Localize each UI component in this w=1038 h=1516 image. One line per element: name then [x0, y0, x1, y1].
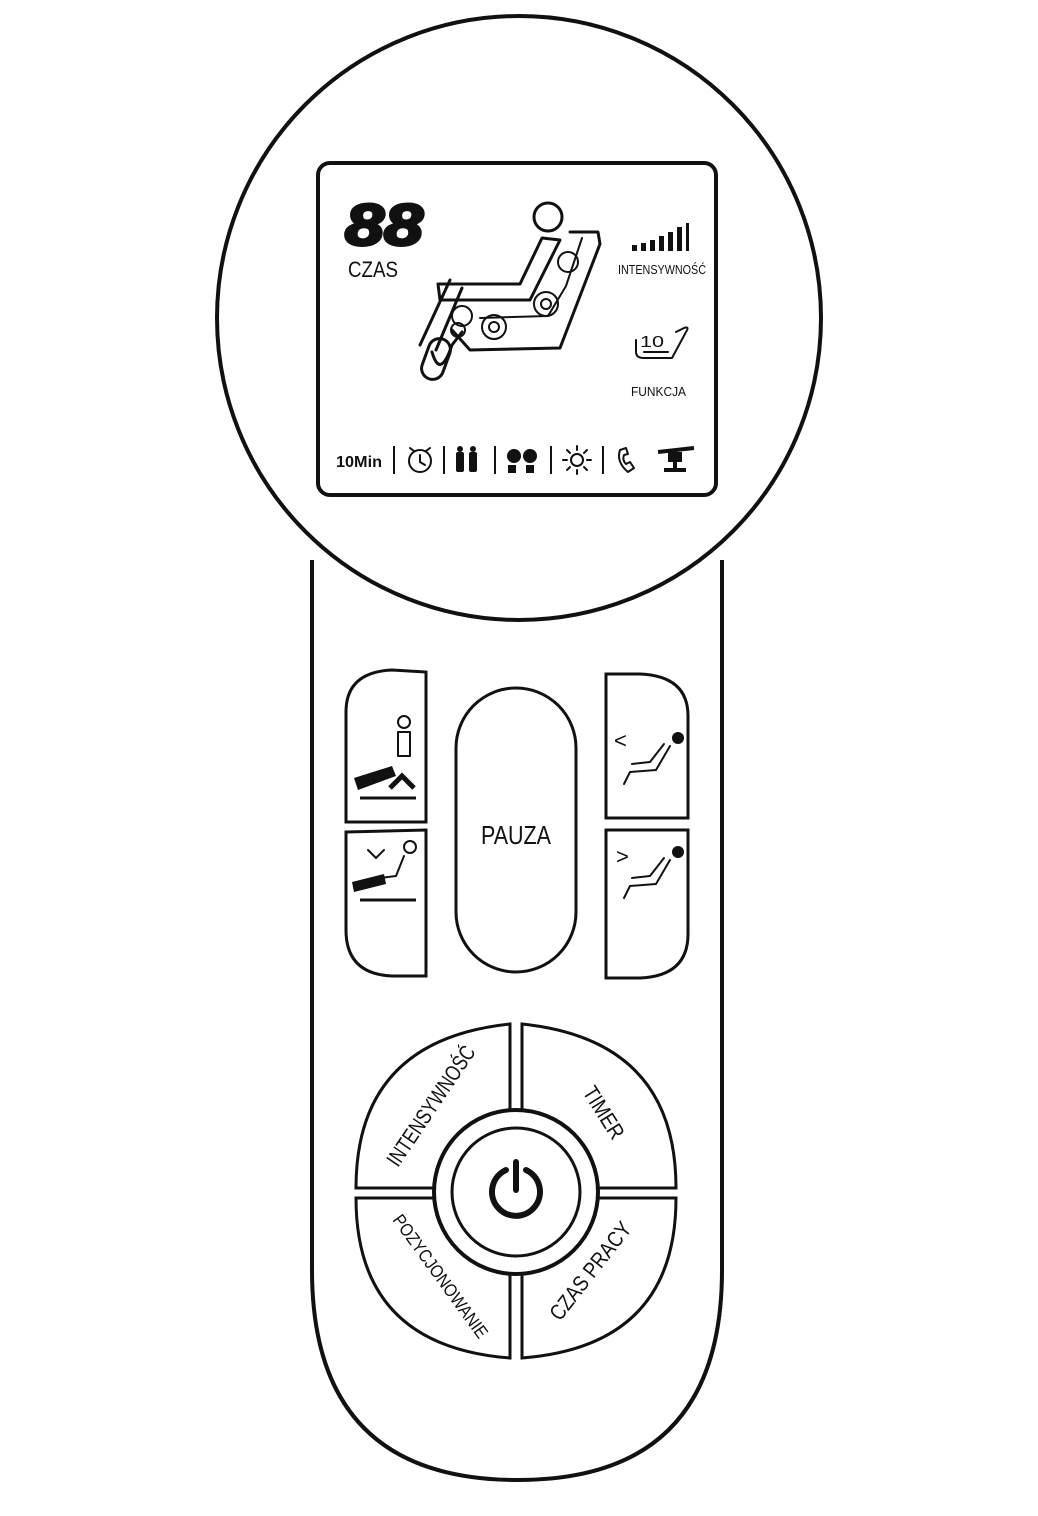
lcd-screen: 88 CZAS	[316, 161, 718, 497]
kneading-icon	[507, 449, 537, 473]
right-chevron-icon: >	[616, 844, 629, 869]
power-icon	[489, 1159, 543, 1219]
phone-icon	[618, 447, 635, 473]
status-duration: 10Min	[336, 454, 382, 471]
light-icon	[562, 445, 592, 475]
foot-rollers-icon	[456, 446, 477, 472]
intensity-label: INTENSYWNOŚĆ	[618, 262, 706, 277]
leg-rest-up-button[interactable]	[344, 668, 428, 824]
massage-chair-icon	[418, 201, 602, 381]
status-separators	[393, 446, 604, 474]
backrest-raise-button[interactable]: >	[604, 828, 690, 980]
leg-rest-down-button[interactable]	[344, 828, 428, 978]
function-seat-icon	[635, 326, 689, 359]
alarm-clock-icon	[408, 447, 432, 473]
zero-gravity-icon	[657, 446, 695, 472]
control-wheel: INTENSYWNOŚĆ TIMER POZYCJONOWANIE CZAS P…	[354, 1022, 678, 1360]
backrest-recline-button[interactable]: <	[604, 672, 690, 820]
time-label: CZAS	[348, 257, 398, 282]
function-number: 10	[640, 334, 664, 351]
pause-label: PAUZA	[481, 820, 552, 850]
left-chevron-icon: <	[614, 728, 627, 753]
function-label: FUNKCJA	[631, 384, 686, 399]
intensity-bars-icon	[632, 223, 689, 251]
power-button[interactable]	[432, 1108, 600, 1276]
time-digits: 88	[345, 193, 424, 258]
pause-button[interactable]: PAUZA	[454, 686, 578, 974]
